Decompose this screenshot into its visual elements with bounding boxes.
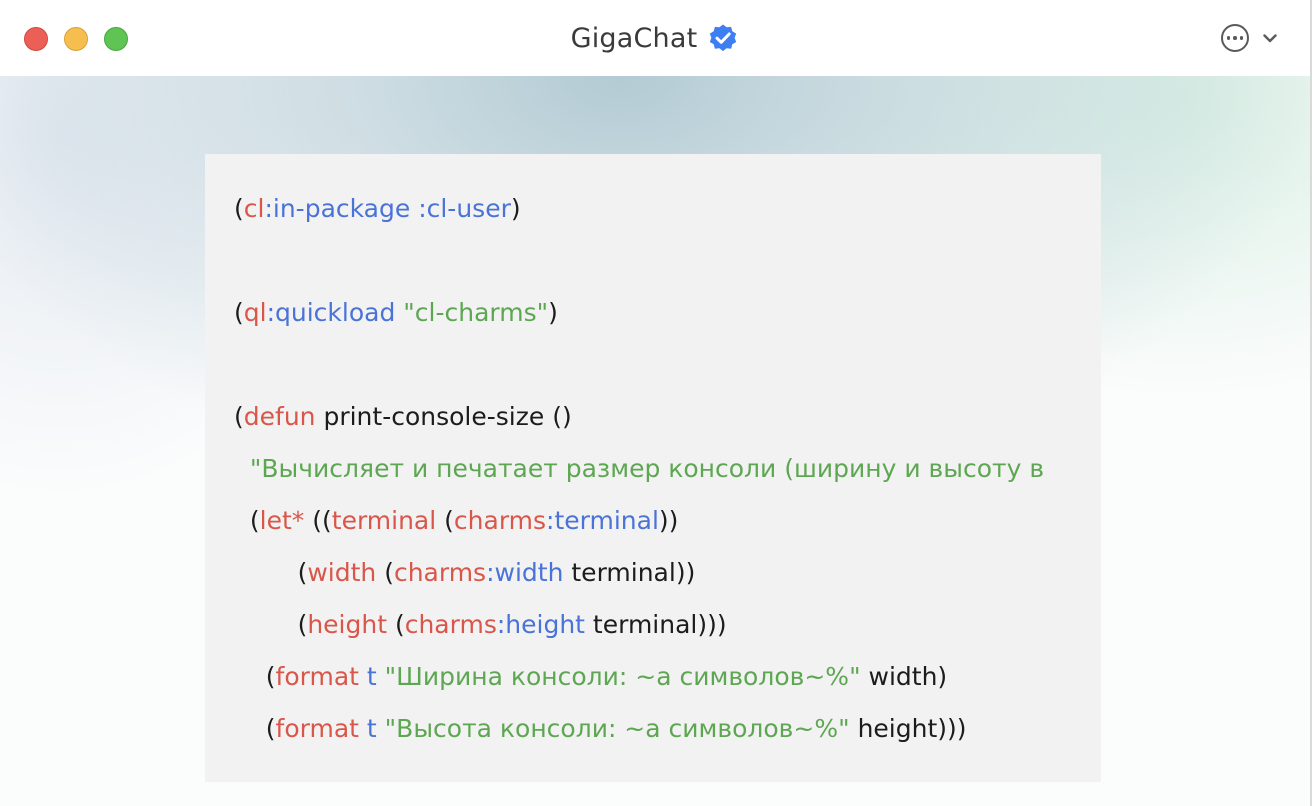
code-token: "Ширина консоли: ~a символов~%" bbox=[384, 662, 861, 691]
code-token: format bbox=[275, 714, 359, 743]
title-group: GigaChat bbox=[0, 0, 1310, 76]
code-block[interactable]: (cl:in-package :cl-user)(ql:quickload "c… bbox=[205, 154, 1101, 782]
code-token: ( bbox=[234, 558, 308, 587]
code-token: (( bbox=[304, 506, 332, 535]
code-token: ( bbox=[376, 558, 394, 587]
code-token: format bbox=[275, 662, 359, 691]
code-token: charms bbox=[404, 610, 497, 639]
code-token: :quickload bbox=[266, 298, 404, 327]
code-token: :height bbox=[496, 610, 585, 639]
verified-check-badge-icon bbox=[710, 24, 737, 52]
code-line: (format t "Высота консоли: ~a символов~%… bbox=[234, 712, 967, 746]
code-token: "cl-charms" bbox=[403, 298, 549, 327]
code-token: height bbox=[307, 610, 388, 639]
code-token: t bbox=[358, 662, 385, 691]
code-token: t bbox=[358, 714, 385, 743]
code-token: :in-package :cl-user bbox=[264, 194, 511, 223]
close-window-button[interactable] bbox=[24, 27, 48, 51]
code-token: ( bbox=[234, 610, 308, 639]
code-token: terminal bbox=[331, 506, 437, 535]
code-line: (cl:in-package :cl-user) bbox=[234, 192, 521, 226]
code-token: terminal)) bbox=[563, 558, 696, 587]
code-token: ( bbox=[234, 714, 276, 743]
code-line: "Вычисляет и печатает размер консоли (ши… bbox=[234, 452, 1044, 486]
window-title: GigaChat bbox=[570, 22, 698, 54]
chevron-down-icon[interactable] bbox=[1260, 28, 1280, 48]
code-token: ( bbox=[436, 506, 454, 535]
code-token: let* bbox=[259, 506, 305, 535]
code-token: ( bbox=[234, 402, 244, 431]
code-token: width bbox=[307, 558, 377, 587]
code-token: ( bbox=[234, 298, 244, 327]
code-token: "Вычисляет и печатает размер консоли (ши… bbox=[234, 454, 1045, 483]
code-line: (width (charms:width terminal)) bbox=[234, 556, 696, 590]
code-token: "Высота консоли: ~a символов~%" bbox=[384, 714, 850, 743]
code-token: ( bbox=[387, 610, 405, 639]
code-token: )) bbox=[658, 506, 679, 535]
code-token: ) bbox=[510, 194, 521, 223]
code-token: charms bbox=[393, 558, 487, 587]
code-token: height))) bbox=[849, 714, 967, 743]
maximize-window-button[interactable] bbox=[104, 27, 128, 51]
code-line: (ql:quickload "cl-charms") bbox=[234, 296, 558, 330]
code-line: (height (charms:height terminal))) bbox=[234, 608, 727, 642]
code-token: ( bbox=[234, 662, 276, 691]
code-token: terminal))) bbox=[584, 610, 727, 639]
code-line: (format t "Ширина консоли: ~a символов~%… bbox=[234, 660, 947, 694]
code-token: :terminal bbox=[546, 506, 659, 535]
code-token: width) bbox=[860, 662, 948, 691]
code-line: (defun print-console-size () bbox=[234, 400, 572, 434]
code-token: ( bbox=[234, 506, 260, 535]
code-token: ) bbox=[548, 298, 558, 327]
code-token: defun bbox=[243, 402, 316, 431]
code-token: print-console-size () bbox=[315, 402, 572, 431]
code-token: charms bbox=[453, 506, 547, 535]
code-token: ( bbox=[234, 194, 244, 223]
code-line: (let* ((terminal (charms:terminal)) bbox=[234, 504, 679, 538]
code-token: :width bbox=[486, 558, 564, 587]
code-token: ql bbox=[243, 298, 267, 327]
code-token: cl bbox=[243, 194, 265, 223]
title-bar: GigaChat bbox=[0, 0, 1310, 76]
minimize-window-button[interactable] bbox=[64, 27, 88, 51]
more-options-icon[interactable] bbox=[1221, 24, 1249, 52]
